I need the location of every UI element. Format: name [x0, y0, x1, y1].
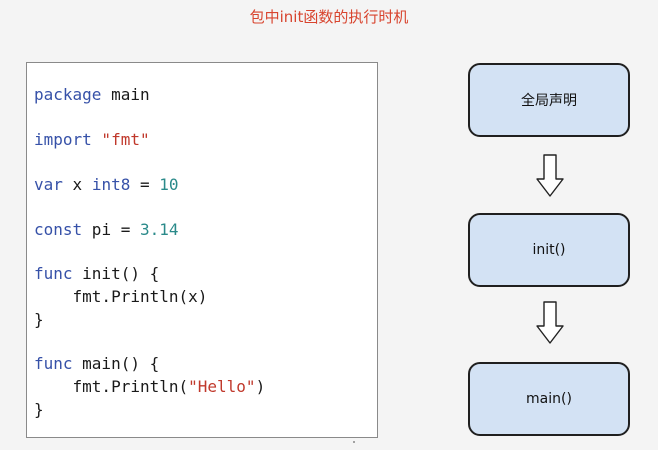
keyword: var [34, 175, 63, 194]
keyword: import [34, 130, 92, 149]
code-text: fmt.Println( [34, 377, 189, 396]
number-literal: 10 [159, 175, 179, 194]
code-line-close-brace: } [34, 400, 44, 419]
code-line-println-x: fmt.Println(x) [34, 287, 208, 306]
stray-dot [353, 441, 355, 443]
down-arrow-icon [536, 301, 564, 344]
type-keyword: int8 [91, 175, 131, 194]
code-text: main() { [72, 354, 160, 373]
keyword: func [34, 264, 73, 283]
number-literal: 3.14 [139, 220, 179, 239]
code-line-package: package main [34, 83, 150, 107]
code-text: = [130, 175, 160, 194]
code-text: init() { [72, 264, 160, 283]
keyword: func [34, 354, 73, 373]
code-panel: package main import "fmt" var x int8 = 1… [26, 62, 378, 443]
code-line-close-brace: } [34, 310, 44, 329]
keyword: package [34, 85, 102, 104]
code-line-println-hello: fmt.Println("Hello") [34, 375, 266, 399]
code-line-func-main: func main() { [34, 352, 159, 376]
down-arrow-icon [536, 154, 564, 197]
code-line-func-init: func init() { [34, 262, 159, 286]
code-line-const: const pi = 3.14 [34, 218, 179, 242]
code-text: pi = [82, 220, 140, 239]
string-literal: "fmt" [91, 130, 150, 149]
code-text: ) [255, 377, 266, 396]
flow-box-global-declaration: 全局声明 [468, 63, 630, 137]
flow-box-main: main() [468, 362, 630, 436]
keyword: const [34, 220, 83, 239]
code-text: x [62, 175, 92, 194]
code-line-import: import "fmt" [34, 128, 150, 152]
code-text: main [101, 85, 150, 104]
string-literal: "Hello" [188, 377, 256, 396]
slide-title: 包中init函数的执行时机 [249, 8, 409, 26]
code-line-var: var x int8 = 10 [34, 173, 179, 197]
flow-box-init: init() [468, 213, 630, 287]
